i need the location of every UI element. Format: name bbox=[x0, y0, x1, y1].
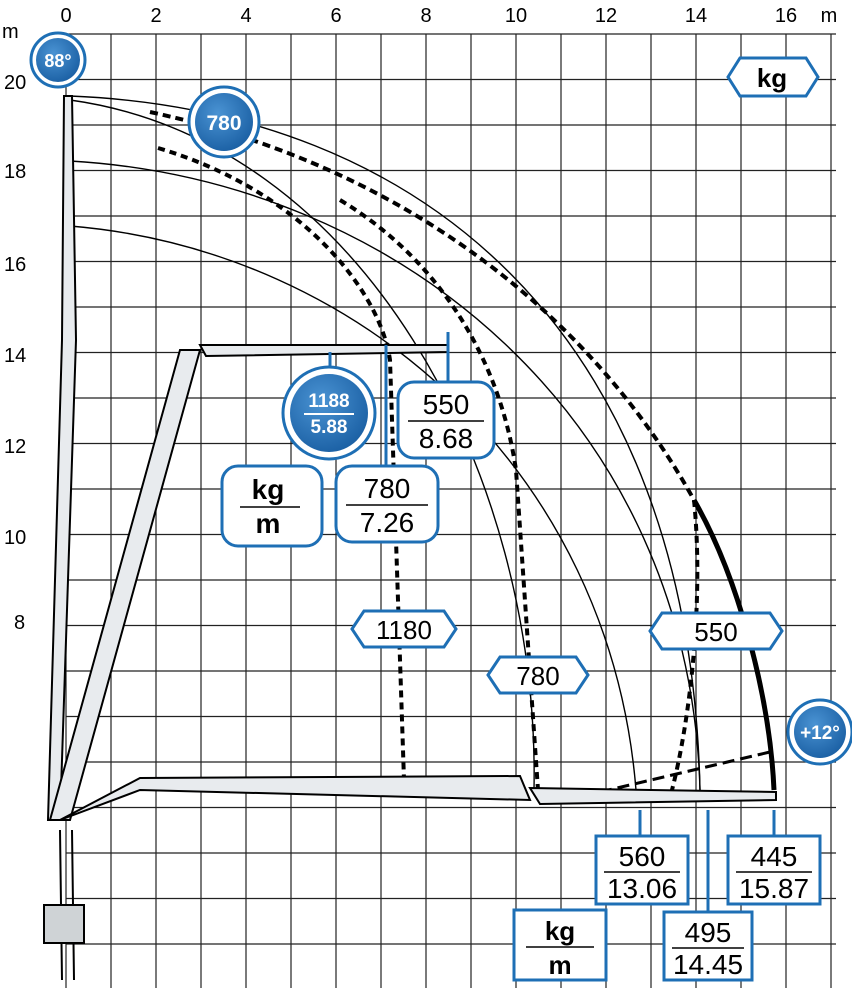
x-tick-label: 16 bbox=[775, 5, 797, 27]
load-box-c-kg: 560 bbox=[619, 841, 666, 872]
badge-min-angle: +12° bbox=[786, 698, 852, 766]
load-box-b: 780 7.26 bbox=[334, 464, 440, 544]
load-box-e-kg: 445 bbox=[751, 841, 798, 872]
x-tick-label: 10 bbox=[505, 5, 527, 27]
load-box-e-m: 15.87 bbox=[739, 873, 809, 904]
badge-max-angle-text: 88° bbox=[44, 51, 71, 71]
load-box-d-kg: 495 bbox=[685, 917, 732, 948]
x-tick-label: 8 bbox=[420, 5, 431, 27]
x-tick-label: 6 bbox=[330, 5, 341, 27]
unit-legend-bottom-kg: kg bbox=[545, 916, 575, 946]
x-tick-label: 14 bbox=[685, 5, 707, 27]
load-box-b-m: 7.26 bbox=[360, 507, 415, 538]
unit-tag-kg-text: kg bbox=[757, 63, 787, 93]
curve-label-780: 780 bbox=[486, 655, 590, 695]
crane-silhouette bbox=[43, 95, 777, 981]
curve-label-780-text: 780 bbox=[516, 661, 559, 691]
load-box-a: 550 8.68 bbox=[396, 380, 496, 460]
y-tick-label: 10 bbox=[4, 527, 26, 549]
x-tick-label: 12 bbox=[595, 5, 617, 27]
y-tick-label: 8 bbox=[14, 612, 25, 634]
unit-legend-bottom-m: m bbox=[548, 950, 571, 980]
x-unit-label: m bbox=[821, 5, 838, 27]
curve-label-550: 550 bbox=[648, 611, 784, 651]
y-axis-labels: m 20 18 16 14 12 10 8 bbox=[2, 21, 26, 634]
y-unit-label: m bbox=[2, 21, 19, 43]
boom-horizontal bbox=[59, 774, 532, 821]
load-box-c: 560 13.06 bbox=[594, 834, 690, 906]
badge-min-angle-text: +12° bbox=[800, 723, 840, 744]
reach-arc-inner bbox=[69, 99, 535, 791]
badge-inner-load-kg: 1188 bbox=[308, 391, 349, 412]
y-tick-label: 14 bbox=[4, 345, 26, 367]
curve-label-1180-text: 1180 bbox=[376, 615, 432, 645]
badge-max-angle: 88° bbox=[29, 31, 87, 89]
load-box-e: 445 15.87 bbox=[726, 834, 822, 906]
load-box-d: 495 14.45 bbox=[662, 910, 754, 982]
load-curve-1180 bbox=[157, 146, 406, 781]
load-curve-780 bbox=[338, 198, 540, 791]
y-tick-label: 12 bbox=[4, 436, 26, 458]
load-box-d-m: 14.45 bbox=[673, 949, 743, 980]
unit-tag-kg: kg bbox=[726, 56, 820, 98]
unit-legend-mid-m: m bbox=[256, 508, 281, 539]
x-tick-label: 0 bbox=[60, 5, 71, 27]
boom-extension bbox=[528, 786, 777, 806]
x-axis-labels: 0 2 4 6 8 10 12 14 16 m bbox=[60, 5, 837, 27]
load-curve-780-top bbox=[149, 110, 696, 501]
load-box-c-m: 13.06 bbox=[607, 873, 677, 904]
unit-legend-mid: kg m bbox=[220, 464, 324, 548]
marker-lines bbox=[328, 332, 776, 912]
unit-legend-mid-kg: kg bbox=[252, 474, 285, 505]
grid bbox=[65, 33, 836, 988]
badge-top-load-text: 780 bbox=[206, 112, 241, 135]
load-curve-550 bbox=[670, 499, 700, 791]
min-angle-line bbox=[599, 750, 771, 794]
curve-label-550-text: 550 bbox=[694, 617, 737, 647]
badge-inner-load: 1188 5.88 bbox=[281, 365, 377, 461]
boom-jib-upper bbox=[198, 344, 449, 358]
boom-folded bbox=[48, 349, 202, 821]
badge-inner-load-m: 5.88 bbox=[311, 417, 348, 438]
badge-top-load: 780 bbox=[187, 85, 261, 159]
y-tick-label: 20 bbox=[4, 72, 26, 94]
y-tick-label: 16 bbox=[4, 254, 26, 276]
curve-label-1180: 1180 bbox=[350, 609, 458, 649]
crane-base bbox=[43, 904, 85, 944]
load-box-a-kg: 550 bbox=[423, 389, 470, 420]
unit-legend-bottom: kg m bbox=[512, 908, 608, 982]
boom-vertical bbox=[46, 95, 78, 821]
load-box-a-m: 8.68 bbox=[419, 423, 474, 454]
x-tick-label: 4 bbox=[240, 5, 251, 27]
y-tick-label: 18 bbox=[4, 161, 26, 183]
load-box-b-kg: 780 bbox=[364, 473, 411, 504]
x-tick-label: 2 bbox=[150, 5, 161, 27]
